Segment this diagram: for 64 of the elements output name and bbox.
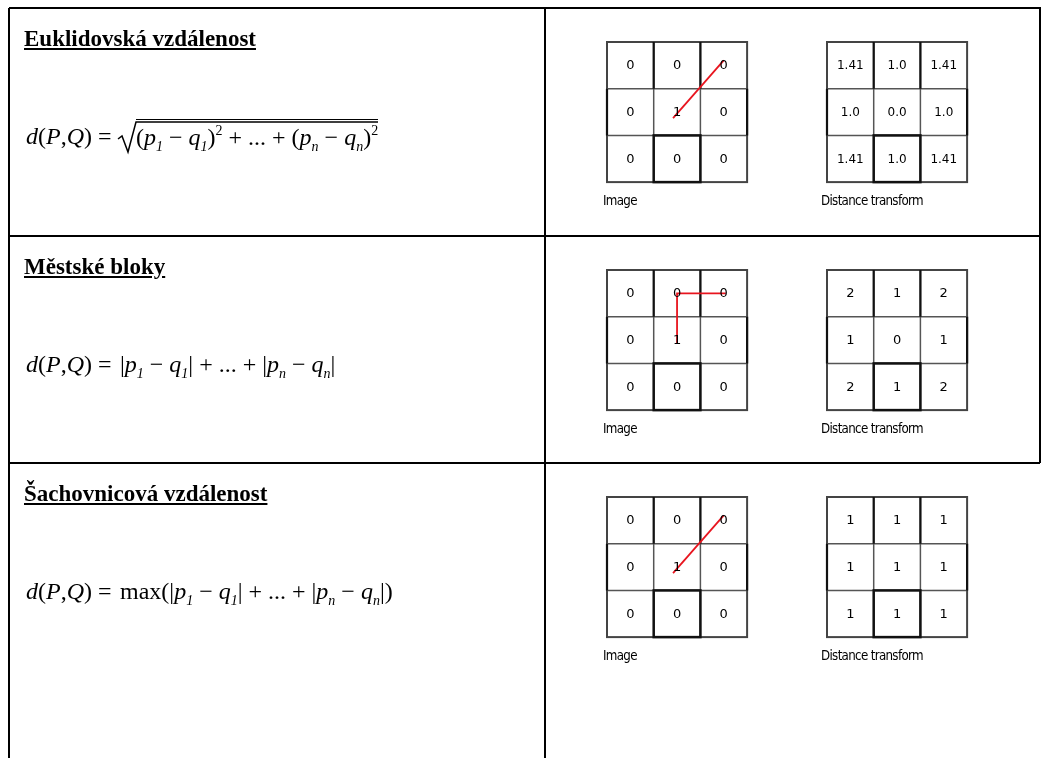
image-caption: Image (603, 647, 637, 664)
grid-value: 1.41 (836, 57, 865, 74)
grid-value: 0 (625, 332, 636, 349)
distance-transform-caption: Distance transform (821, 192, 923, 209)
grid-value: 0 (625, 285, 636, 302)
grid-value: 0 (718, 150, 729, 167)
grid-value: 1.0 (886, 150, 908, 167)
grid-value: 1 (891, 512, 903, 529)
grid-value: 1.41 (929, 57, 959, 74)
grid-value: 0 (718, 559, 729, 576)
grid-value: 1 (845, 332, 856, 349)
grid-value: 1 (938, 332, 949, 349)
grid-value: 1 (938, 559, 949, 576)
formula-text: max(|p$_{1}$ − q$_{1}$| + ... + |p$_{n}$ − q$_{n}$|) (120, 578, 393, 609)
grid-value: 0 (718, 605, 729, 622)
grid-value: 0 (671, 605, 683, 622)
grid-value: 0 (625, 104, 636, 121)
grid-value: 0 (625, 378, 636, 395)
grid-value: 0 (718, 57, 729, 74)
grid-value: 1.0 (933, 104, 955, 121)
grid-value: 1.0 (886, 57, 908, 74)
section-heading: Městské bloky (24, 254, 166, 280)
grid-value: 0 (891, 332, 903, 349)
grid-value: 1 (891, 285, 903, 302)
grid-value: 1.0 (839, 104, 861, 121)
section-heading: Šachovnicová vzdálenost (24, 481, 268, 507)
grid-value: 0 (671, 57, 683, 74)
image-caption: Image (603, 192, 637, 209)
grid-value: 2 (938, 378, 949, 395)
grid-value: 1.41 (836, 150, 865, 167)
grid-value: 0 (718, 378, 729, 395)
grid-value: 0.0 (886, 104, 908, 121)
grid-value: 1 (845, 605, 856, 622)
grid-value: 2 (845, 378, 856, 395)
formula-text: (p$_{1}$ − q$_{1}$)$^{2}$ + ... + (p$_{n}$ − q$_{n}$)$^{2}$ (136, 119, 379, 155)
grid-value: 1 (891, 559, 903, 576)
grid-value: 0 (718, 512, 729, 529)
formula-text: d(P,Q) = (26, 578, 112, 605)
grid-value: 0 (625, 559, 636, 576)
grid-value: 1 (845, 512, 856, 529)
grid-value: 0 (625, 605, 636, 622)
grid-value: 1 (845, 559, 856, 576)
grid-value: 0 (625, 150, 636, 167)
grid-value: 0 (671, 512, 683, 529)
grid-value: 0 (671, 150, 683, 167)
grid-value: 2 (845, 285, 856, 302)
distance-transform-caption: Distance transform (821, 647, 923, 664)
grid-value: 1.41 (929, 150, 959, 167)
grid-value: 1 (891, 605, 903, 622)
image-caption: Image (603, 420, 637, 437)
formula-text: d(P,Q) = (26, 123, 112, 150)
grid-value: 0 (718, 332, 729, 349)
section-heading: Euklidovská vzdálenost (24, 26, 256, 52)
formula-text: |p$_{1}$ − q$_{1}$| + ... + |p$_{n}$ − q$_{n}$| (120, 351, 336, 382)
grid-value: 1 (938, 605, 949, 622)
grid-value: 1 (891, 378, 903, 395)
grid-value: 2 (938, 285, 949, 302)
grid-value: 0 (625, 512, 636, 529)
grid-value: 1 (938, 512, 949, 529)
grid-value: 0 (671, 378, 683, 395)
distance-transform-caption: Distance transform (821, 420, 923, 437)
grid-value: 0 (718, 104, 729, 121)
formula-text: d(P,Q) = (26, 351, 112, 378)
grid-value: 0 (625, 57, 636, 74)
